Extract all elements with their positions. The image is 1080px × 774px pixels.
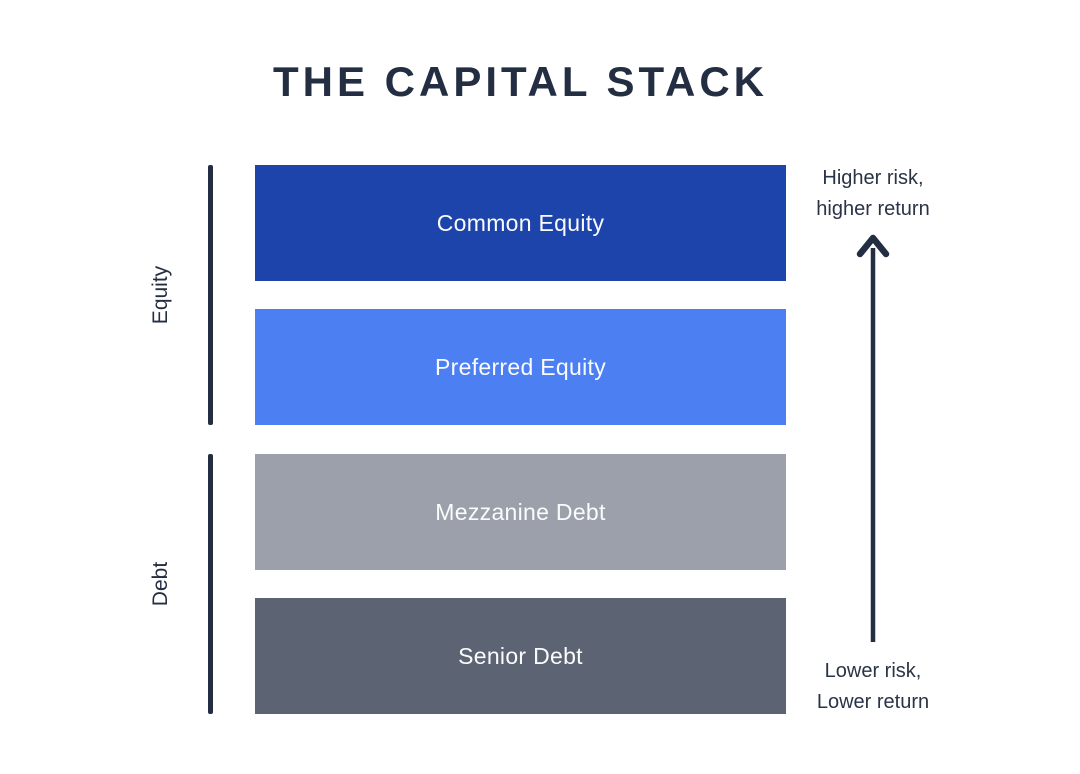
lower-risk-label: Lower risk, Lower return [770,656,976,718]
higher-risk-line1: Higher risk, [822,167,924,189]
higher-risk-label: Higher risk, higher return [770,163,976,225]
layer-mezzanine-debt: Mezzanine Debt [255,454,786,570]
layer-label: Common Equity [436,209,605,236]
equity-group-label: Equity [149,265,172,325]
lower-risk-line1: Lower risk, [824,660,922,682]
debt-group-label: Debt [149,561,172,607]
layer-label: Senior Debt [458,642,583,669]
debt-group-line [208,454,213,714]
layer-label: Preferred Equity [435,353,606,380]
layer-senior-debt: Senior Debt [255,598,786,714]
page-title: THE CAPITAL STACK [273,58,768,105]
higher-risk-line2: higher return [816,198,930,220]
up-arrow-icon [856,234,890,642]
equity-group-line [208,165,213,425]
lower-risk-line2: Lower return [816,691,930,713]
layer-preferred-equity: Preferred Equity [255,309,786,425]
layer-label: Mezzanine Debt [435,498,606,525]
layer-common-equity: Common Equity [255,165,786,281]
